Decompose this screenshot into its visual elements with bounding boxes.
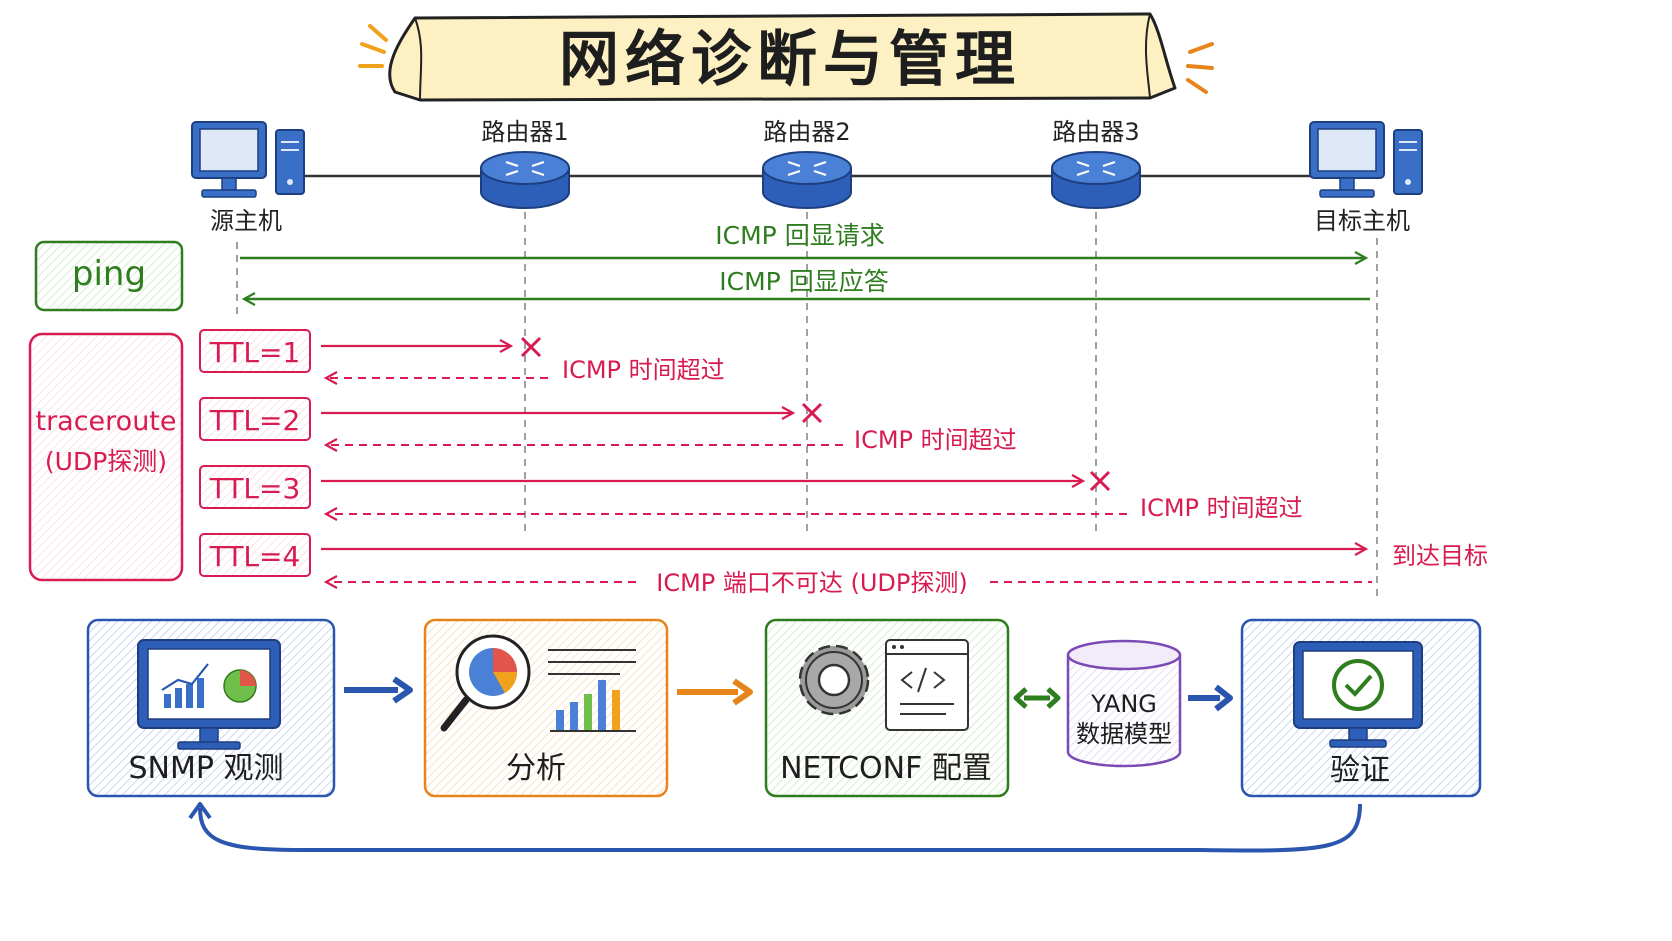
ping-reply-label: ICMP 回显应答 [719,267,888,296]
router-2-icon [762,151,852,209]
arrow-analysis-to-netconf [677,678,753,706]
ttl-3-box: TTL=3 [199,465,311,509]
code-window-icon [885,639,969,731]
router-2-label: 路由器2 [763,118,850,146]
ttl-2-label: TTL=2 [209,404,301,437]
netconf-label: NETCONF 配置 [780,751,992,786]
router-1-icon [480,151,570,209]
probe-4-reply-label: ICMP 端口不可达 (UDP探测) [656,569,968,597]
ttl-3-label: TTL=3 [209,472,301,505]
ttl-2-box: TTL=2 [199,397,311,441]
traceroute-sublabel: (UDP探测) [45,447,167,476]
router-3-label: 路由器3 [1052,118,1139,146]
yang-label: YANG [1090,690,1157,718]
target-host-computer-icon [1309,121,1423,198]
router-1-label: 路由器1 [481,118,568,146]
probe-3-reply-label: ICMP 时间超过 [1140,494,1303,522]
yang-sublabel: 数据模型 [1076,720,1172,748]
probe-1-reply-label: ICMP 时间超过 [562,356,725,384]
router-3-icon [1051,151,1141,209]
ping-request-label: ICMP 回显请求 [715,221,884,250]
ttl-4-label: TTL=4 [209,540,301,573]
verify-box: 验证 [1240,618,1482,798]
title-banner: 网络诊断与管理 [388,12,1177,102]
probe-1-drop-icon [520,336,542,358]
title: 网络诊断与管理 [559,25,1021,95]
feedback-loop-arrow [188,802,1362,853]
ping-box: ping [34,240,184,312]
netconf-box: NETCONF 配置 [764,618,1010,798]
analysis-label: 分析 [506,751,566,786]
traceroute-label: traceroute [35,406,176,437]
target-host-label: 目标主机 [1314,207,1410,235]
lifelines [236,212,1378,600]
probe-2-drop-icon [801,402,823,424]
ttl-1-label: TTL=1 [209,336,301,369]
ping-label: ping [72,254,146,294]
title-spark-right-icon [1186,42,1214,94]
yang-database: YANG 数据模型 [1066,639,1182,768]
snmp-label: SNMP 观测 [129,751,284,786]
gear-icon [798,644,870,716]
probe-2-reply-label: ICMP 时间超过 [854,426,1017,454]
ttl-1-box: TTL=1 [199,329,311,373]
verify-label: 验证 [1330,753,1390,788]
arrow-snmp-to-analysis [344,676,413,704]
monitor-chart-icon [137,639,281,750]
monitor-check-icon [1293,641,1423,748]
magnifier-chart-icon [440,634,636,732]
ttl-4-box: TTL=4 [199,533,311,577]
traceroute-box: traceroute (UDP探测) [28,332,184,582]
source-host-label: 源主机 [210,207,282,235]
title-spark-left-icon [358,24,388,68]
probe-4-arrive-label: 到达目标 [1392,542,1488,570]
arrow-yang-to-verify [1188,684,1233,712]
arrow-netconf-yang-bidirectional [1013,687,1061,709]
snmp-box: SNMP 观测 [86,618,336,798]
probe-3-drop-icon [1089,470,1111,492]
analysis-box: 分析 [423,618,669,798]
source-host-computer-icon [191,121,305,198]
